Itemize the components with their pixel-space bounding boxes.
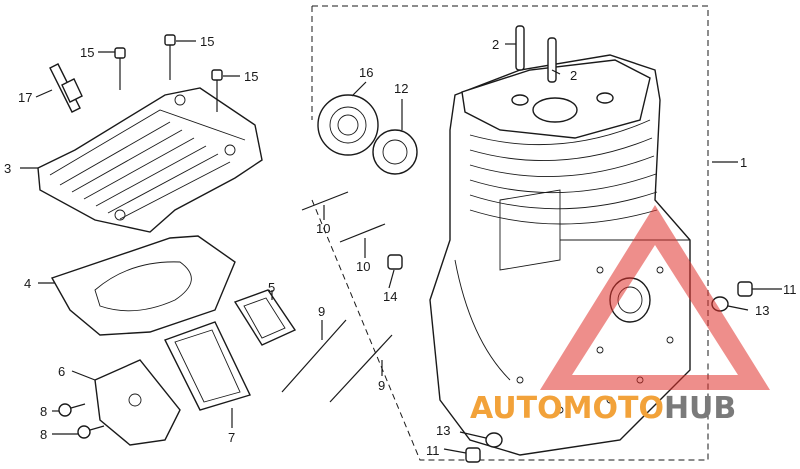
long-bolts [281, 319, 393, 403]
callout-17: 17 [18, 90, 32, 105]
callout-10-top: 10 [316, 221, 330, 236]
callout-4: 4 [24, 276, 31, 291]
head-bolts [114, 34, 223, 112]
callout-6: 6 [58, 364, 65, 379]
watermark-text: AUTOMOTOHUB [470, 391, 736, 426]
head-gasket [50, 235, 236, 336]
callout-16: 16 [359, 65, 373, 80]
callout-1: 1 [740, 155, 747, 170]
callout-2-mid: 2 [570, 68, 577, 83]
callout-13-right: 13 [755, 303, 769, 318]
automotohub-watermark: AUTOMOTOHUB [470, 205, 770, 426]
callout-9-right: 9 [378, 378, 385, 393]
cover-screws [58, 403, 105, 439]
leader-lines [20, 40, 782, 454]
spark-plug [49, 63, 83, 113]
breather-cover [233, 289, 297, 346]
callout-15-right: 15 [244, 69, 258, 84]
callout-8-top: 8 [40, 404, 47, 419]
oil-seal [372, 129, 418, 175]
cylinder-head [37, 87, 263, 233]
cover-plate [94, 359, 181, 446]
callout-9-left: 9 [318, 304, 325, 319]
callouts: 1 2 2 3 4 5 6 7 8 8 9 9 10 10 11 11 12 1… [4, 34, 797, 458]
assembly-boundary [311, 5, 709, 461]
callout-11-bottom: 11 [426, 443, 440, 458]
callout-3: 3 [4, 161, 11, 176]
plug [387, 254, 403, 270]
callout-5: 5 [268, 280, 275, 295]
callout-11-right: 11 [783, 282, 797, 297]
callout-12: 12 [394, 81, 408, 96]
callout-13-bottom: 13 [436, 423, 450, 438]
callout-10-bottom: 10 [356, 259, 370, 274]
callout-15-left: 15 [80, 45, 94, 60]
bearing [317, 94, 379, 156]
watermark-auto: AUTO [470, 391, 563, 426]
studs [301, 191, 386, 243]
watermark-triangle [540, 205, 770, 390]
callout-8-bottom: 8 [40, 427, 47, 442]
watermark-hub: HUB [664, 391, 736, 426]
drain-bolt-bottom [465, 432, 503, 463]
watermark-moto: MOTO [563, 391, 664, 426]
callout-7: 7 [228, 430, 235, 445]
cover-gasket [164, 321, 251, 411]
callout-2-top: 2 [492, 37, 499, 52]
callout-15-mid: 15 [200, 34, 214, 49]
callout-14: 14 [383, 289, 397, 304]
